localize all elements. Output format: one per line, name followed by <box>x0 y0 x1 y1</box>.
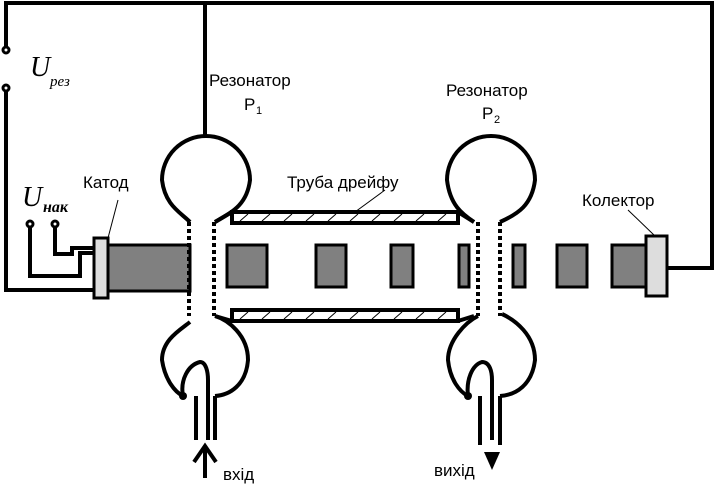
u-nak-subscript: нак <box>43 199 69 216</box>
u-rez-label: U <box>30 52 52 83</box>
cathode-label: Катод <box>83 173 129 192</box>
electron-bunch-1 <box>225 243 269 289</box>
electron-bunch-2 <box>314 243 348 289</box>
resonator-2 <box>444 134 538 445</box>
cathode-electrode <box>92 236 110 300</box>
u-rez-subscript: рез <box>49 74 70 90</box>
resonator2-subscript: 2 <box>494 114 500 126</box>
output-coupling-dot <box>464 392 472 400</box>
resonator1-subscript: 1 <box>256 105 262 117</box>
electron-bunch-4 <box>457 243 471 289</box>
collector-electrode <box>644 234 669 298</box>
input-coupling-dot <box>179 392 187 400</box>
nak-terminal-right <box>50 219 60 229</box>
top-wire <box>4 1 714 270</box>
resonator2-p-label: P <box>482 104 493 123</box>
electron-bunch-7 <box>610 243 649 289</box>
resonator-1 <box>159 134 253 440</box>
resonator2-label: Резонатор <box>446 81 528 100</box>
rez-voltage-circuit <box>4 1 714 292</box>
rez-terminal-bottom <box>1 83 11 93</box>
left-wire <box>4 88 96 292</box>
collector-pointer <box>627 209 656 237</box>
heater-circuit <box>28 224 96 278</box>
output-label: вихід <box>434 461 475 480</box>
u-nak-label: U <box>22 182 44 213</box>
output-arrow <box>484 452 500 470</box>
electron-bunch-3 <box>389 243 415 289</box>
electron-beam-initial <box>106 243 192 293</box>
collector-label: Колектор <box>582 191 655 210</box>
resonator1-label: Резонатор <box>209 71 291 90</box>
electron-bunch-5 <box>511 243 527 289</box>
drift-tube <box>213 210 476 323</box>
resonator1-p-label: P <box>244 95 255 114</box>
nak-terminal-left <box>25 219 35 229</box>
drift-tube-pointer <box>354 189 386 213</box>
rez-terminal-top <box>1 45 11 55</box>
electron-bunch-6 <box>555 243 589 289</box>
cathode-pointer <box>107 199 119 239</box>
drift-tube-label: Труба дрейфу <box>287 173 399 192</box>
input-arrow <box>192 442 218 478</box>
input-label: вхід <box>223 465 254 484</box>
